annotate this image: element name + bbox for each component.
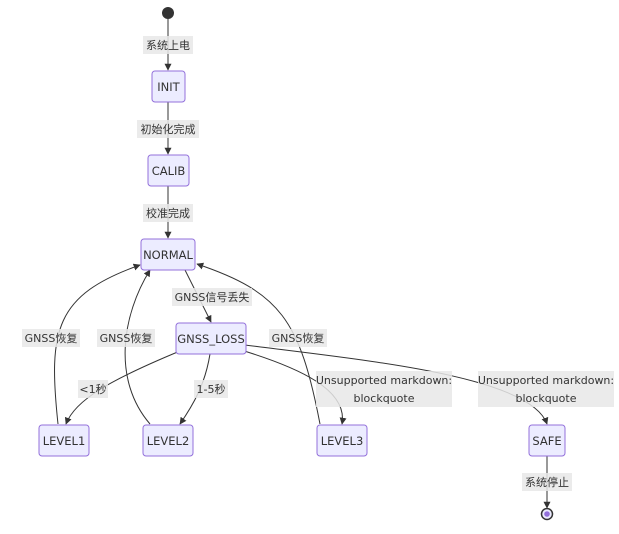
state-gnss-loss-label: GNSS_LOSS xyxy=(177,332,245,346)
start-state-icon xyxy=(162,7,174,19)
label-safe-markdown-line1: Unsupported markdown: xyxy=(478,374,614,387)
label-gnss-recover-1: GNSS恢复 xyxy=(22,329,80,347)
label-safe-markdown-line2: blockquote xyxy=(516,392,577,405)
state-level3[interactable]: LEVEL3 xyxy=(316,424,368,457)
state-level1-label: LEVEL1 xyxy=(43,434,86,448)
state-init[interactable]: INIT xyxy=(151,70,186,103)
label-gnss-recover-1-text: GNSS恢复 xyxy=(25,331,78,345)
state-init-label: INIT xyxy=(157,80,180,94)
label-less-1s: <1秒 xyxy=(78,380,108,398)
label-calib-complete-text: 校准完成 xyxy=(146,206,190,220)
edge-gnss-loss-level3 xyxy=(240,349,347,425)
state-calib-label: CALIB xyxy=(152,164,186,178)
label-power-on: 系统上电 xyxy=(143,36,193,54)
label-system-stop: 系统停止 xyxy=(522,473,572,491)
state-safe[interactable]: SAFE xyxy=(528,424,566,457)
state-gnss-loss[interactable]: GNSS_LOSS xyxy=(175,322,247,355)
label-gnss-lost-text: GNSS信号丢失 xyxy=(175,291,250,304)
label-1-5s: 1-5秒 xyxy=(194,380,228,398)
state-level3-label: LEVEL3 xyxy=(321,434,364,448)
label-power-on-text: 系统上电 xyxy=(146,39,190,52)
edge-level1-normal xyxy=(54,263,141,425)
label-gnss-recover-2: GNSS恢复 xyxy=(97,329,155,347)
state-level1[interactable]: LEVEL1 xyxy=(38,424,90,457)
edge-level2-normal xyxy=(124,269,151,425)
edge-level3-normal xyxy=(196,262,321,425)
label-less-1s-text: <1秒 xyxy=(79,382,106,396)
label-safe-markdown: Unsupported markdown: blockquote xyxy=(478,371,614,407)
state-safe-label: SAFE xyxy=(532,434,561,448)
label-calib-complete: 校准完成 xyxy=(143,204,193,222)
state-calib[interactable]: CALIB xyxy=(147,154,190,187)
state-level2-label: LEVEL2 xyxy=(147,434,190,448)
end-state-icon xyxy=(540,507,554,521)
label-gnss-recover-3: GNSS恢复 xyxy=(269,329,327,347)
label-system-stop-text: 系统停止 xyxy=(525,475,569,489)
label-init-complete-text: 初始化完成 xyxy=(141,122,196,136)
state-normal-label: NORMAL xyxy=(143,248,193,262)
label-init-complete: 初始化完成 xyxy=(137,120,199,138)
label-gnss-lost: GNSS信号丢失 xyxy=(172,288,252,306)
label-gnss-recover-2-text: GNSS恢复 xyxy=(100,331,153,345)
label-level3-markdown: Unsupported markdown: blockquote xyxy=(316,371,452,407)
label-gnss-recover-3-text: GNSS恢复 xyxy=(272,331,325,345)
state-level2[interactable]: LEVEL2 xyxy=(142,424,194,457)
label-level3-markdown-line2: blockquote xyxy=(354,392,415,405)
state-normal[interactable]: NORMAL xyxy=(140,238,196,271)
label-1-5s-text: 1-5秒 xyxy=(197,382,226,396)
label-level3-markdown-line1: Unsupported markdown: xyxy=(316,374,452,387)
